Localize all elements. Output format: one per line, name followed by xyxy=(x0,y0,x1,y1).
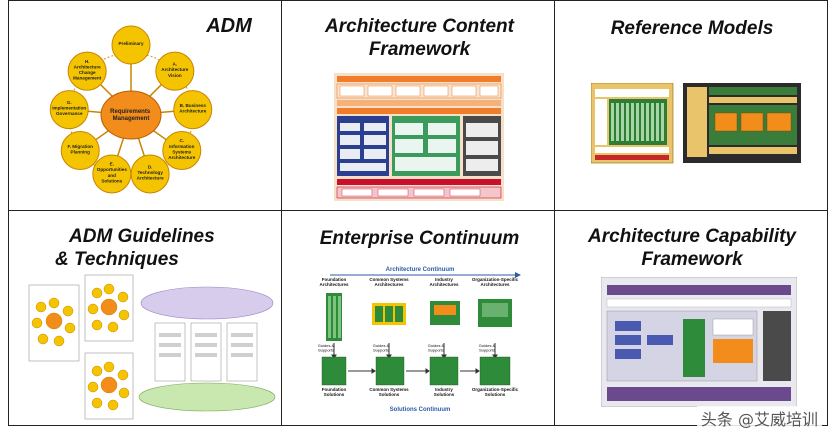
continuum-h-arrowhead xyxy=(425,368,430,374)
adm-phase-node xyxy=(60,131,100,171)
panel-guidelines: ADM Guidelines & Techniques xyxy=(8,210,283,426)
guidelines-figure xyxy=(28,274,276,420)
continuum-arrowhead xyxy=(331,354,337,359)
panel-guidelines-title-line1: ADM Guidelines xyxy=(69,226,215,247)
sol-continuum-label: Solutions Continuum xyxy=(390,407,451,413)
adm-phase-node xyxy=(111,25,151,65)
panel-enterprise-continuum: Enterprise Continuum Architecture Contin… xyxy=(281,210,556,426)
adm-phase-node xyxy=(162,131,202,171)
continuum-h-arrowhead xyxy=(371,368,376,374)
panel-capability-framework: Architecture Capability Framework xyxy=(554,210,828,426)
panel-content-title: Architecture Content Framework xyxy=(292,15,547,61)
guides-supports-label: Guides &Supports xyxy=(428,343,445,353)
adm-phase-node xyxy=(155,51,195,91)
panel-capability-title-line1: Architecture Capability xyxy=(588,226,796,247)
adm-phase-node xyxy=(67,51,107,91)
panel-reference-models: Reference Models xyxy=(554,0,828,212)
adm-center-label: Requirements Management xyxy=(110,109,152,122)
guides-supports-label: Guides &Supports xyxy=(479,343,496,353)
guides-supports-label: Guides &Supports xyxy=(373,343,390,353)
panel-continuum-title: Enterprise Continuum xyxy=(319,228,520,249)
panel-content-title-line1: Architecture Content xyxy=(325,16,514,37)
continuum-arrowhead xyxy=(441,354,447,359)
watermark-badge: 头条 @艾威培训 xyxy=(696,406,822,430)
panel-guidelines-title: ADM Guidelines & Techniques xyxy=(55,225,269,271)
continuum-arrowhead xyxy=(492,354,498,359)
panel-guidelines-title-line2: & Techniques xyxy=(55,249,179,270)
content-framework-figure xyxy=(334,73,504,201)
continuum-arrowhead xyxy=(386,354,392,359)
panel-capability-title-line2: Framework xyxy=(641,249,743,270)
panel-content-title-line2: Framework xyxy=(368,39,471,60)
adm-center-node xyxy=(100,90,162,140)
panel-content-framework: Architecture Content Framework xyxy=(281,0,556,212)
guides-supports-label: Guides &Supports xyxy=(318,343,335,353)
adm-phase-node xyxy=(49,90,89,130)
panel-adm-title: ADM xyxy=(206,15,252,37)
reference-models-figure xyxy=(591,83,801,164)
adm-phase-node xyxy=(173,90,213,130)
continuum-h-arrowhead xyxy=(475,368,480,374)
adm-phase-label: Preliminary xyxy=(118,41,143,46)
arch-continuum-label: Architecture Continuum xyxy=(386,267,455,273)
adm-phase-node xyxy=(92,154,132,194)
panel-capability-title: Architecture Capability Framework xyxy=(563,225,821,271)
panel-reference-title: Reference Models xyxy=(610,18,774,39)
capability-figure xyxy=(601,277,797,407)
